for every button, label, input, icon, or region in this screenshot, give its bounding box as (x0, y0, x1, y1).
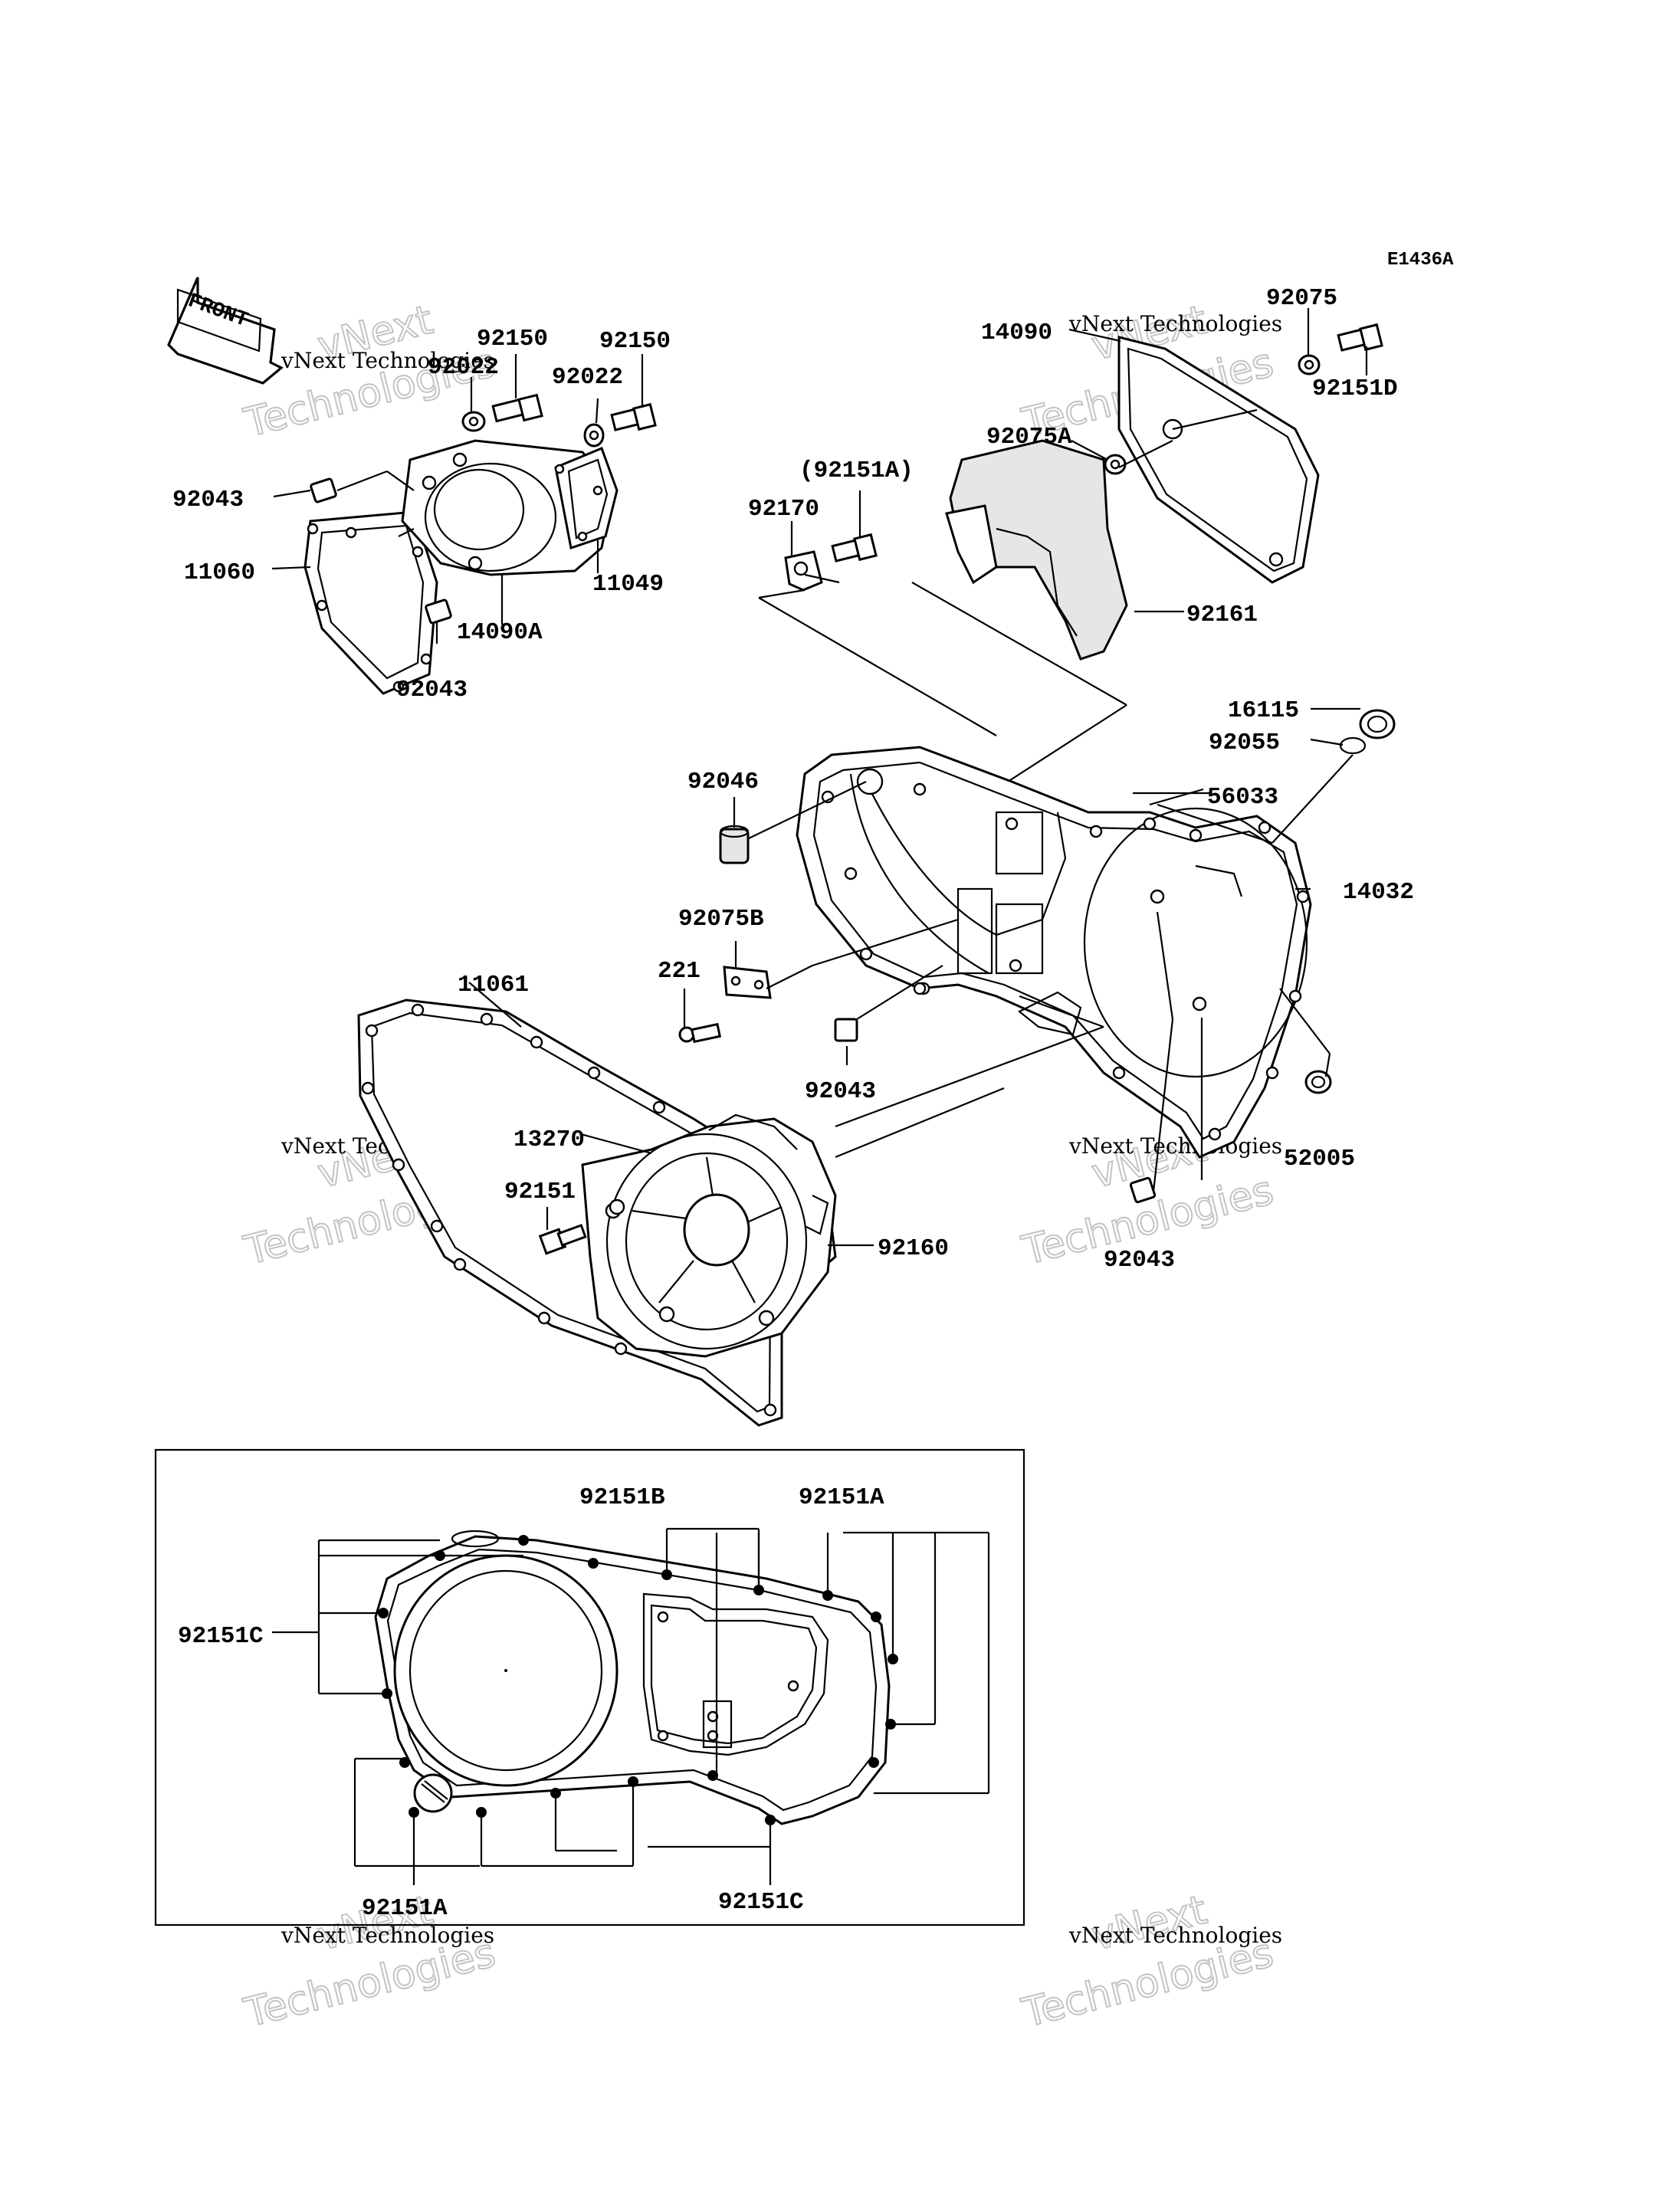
label-92151: 92151 (504, 1179, 576, 1205)
clamp-92170 (784, 550, 823, 592)
label-52005: 52005 (1284, 1146, 1355, 1172)
label-92150-right: 92150 (599, 328, 671, 355)
svg-text:vNext Technologies: vNext Technologies (281, 348, 494, 373)
leaders-top-right (758, 308, 1368, 782)
label-92075A: 92075A (986, 424, 1072, 451)
bolt-92151D (1337, 323, 1383, 352)
label-11060: 11060 (184, 559, 255, 586)
part-14090-cover (1117, 336, 1320, 584)
dowel-92043-upper (310, 477, 337, 503)
dowel-92043-case (834, 1018, 858, 1042)
oring-92055 (1339, 736, 1367, 755)
label-inset-92151B: 92151B (579, 1484, 665, 1511)
leaders-top-left (271, 354, 644, 644)
label-92161: 92161 (1186, 602, 1258, 628)
label-inset-92151A-bottom: 92151A (362, 1895, 448, 1922)
part-11049-gasket (554, 447, 619, 549)
label-92055: 92055 (1209, 730, 1280, 756)
dowel-92043-right (1129, 1176, 1157, 1204)
label-92075: 92075 (1266, 285, 1337, 312)
leaders-inset (272, 1527, 990, 1885)
part-92161-cover (945, 439, 1128, 661)
bolt-92150-right (610, 402, 657, 431)
bolt-92151 (538, 1224, 587, 1255)
label-92022-right: 92022 (552, 364, 623, 391)
label-inset-92151C-left: 92151C (178, 1623, 264, 1650)
part-92160-outer-cover (581, 1113, 837, 1358)
washer-92022-right (583, 423, 605, 448)
label-13270: 13270 (514, 1126, 585, 1153)
label-92043-lower: 92043 (396, 677, 468, 703)
label-92043-case: 92043 (805, 1078, 876, 1105)
diagram-code: E1436A (1387, 250, 1454, 271)
label-92160: 92160 (878, 1235, 949, 1262)
svg-text:vNext Technologies: vNext Technologies (1068, 1923, 1282, 1948)
cap-16115 (1359, 709, 1396, 739)
front-arrow-icon: FRONT (167, 277, 284, 385)
label-92151A-paren: (92151A) (799, 457, 914, 484)
watermark-bottom-right: vNext Technologies vNext Technologies (1017, 1887, 1282, 2038)
svg-text:vNext Technologies: vNext Technologies (1068, 311, 1282, 336)
inset-box (154, 1448, 1025, 1926)
label-11049: 11049 (592, 571, 664, 598)
bolt-92150-left (491, 393, 543, 423)
label-14032: 14032 (1343, 879, 1414, 906)
part-labels: 92150 92150 92022 92022 92043 11060 1104… (172, 285, 1414, 1922)
label-14090A: 14090A (457, 619, 543, 646)
seal-52005 (1304, 1070, 1332, 1094)
seal-92046 (719, 825, 750, 864)
bolt-92151A (831, 533, 878, 562)
washer-92022-left (461, 411, 486, 432)
label-92150-left: 92150 (477, 326, 548, 353)
label-221: 221 (658, 958, 701, 985)
washer-92075 (1298, 354, 1321, 375)
label-inset-92151C-bottom: 92151C (718, 1889, 804, 1916)
bracket-92075B (723, 966, 772, 999)
washer-92075A (1104, 454, 1127, 475)
label-14090: 14090 (981, 320, 1052, 346)
label-92043-right: 92043 (1104, 1247, 1175, 1274)
screw-221 (678, 1022, 722, 1044)
label-92151D: 92151D (1312, 375, 1398, 402)
label-92075B: 92075B (678, 906, 764, 933)
label-inset-92151A-top: 92151A (799, 1484, 884, 1511)
part-14032-case (796, 746, 1312, 1159)
label-56033: 56033 (1207, 784, 1278, 811)
part-11060-gasket (304, 510, 438, 695)
label-16115: 16115 (1228, 697, 1299, 724)
svg-text:vNext Technologies: vNext Technologies (1068, 1133, 1282, 1159)
dowel-92043-lower (425, 598, 452, 625)
svg-text:vNext Technologies: vNext Technologies (281, 1923, 494, 1948)
leaders-case (683, 707, 1360, 1192)
label-92170: 92170 (748, 496, 819, 523)
label-92043-upper: 92043 (172, 487, 244, 513)
label-92022-left: 92022 (428, 354, 499, 381)
leaders-outer (468, 982, 1005, 1247)
label-92046: 92046 (687, 769, 759, 795)
front-arrow-label: FRONT (185, 290, 251, 333)
label-11061: 11061 (458, 972, 529, 998)
